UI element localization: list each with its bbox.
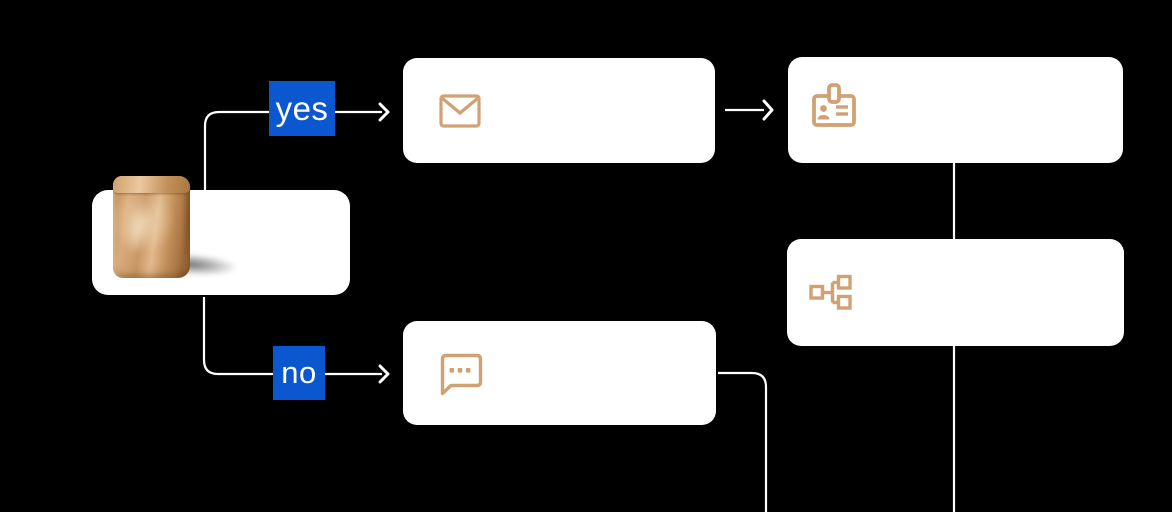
branch-label-no: no [273,346,325,400]
node-email[interactable] [403,58,715,163]
envelope-icon [439,94,481,128]
chat-bubble-icon [437,352,483,396]
branch-label-yes: yes [269,81,335,136]
connector-product-email-yes [203,110,269,192]
connector-chat-down [718,371,768,512]
arrowhead-badge [762,99,774,121]
node-chat[interactable] [403,321,716,425]
connector-product-chat-no [202,297,273,376]
node-workflow[interactable] [787,239,1124,346]
id-badge-icon [812,83,856,129]
product-bag-image [113,176,190,278]
arrowhead-email [378,102,390,122]
workflow-branch-icon [809,272,855,312]
arrowhead-chat [378,364,390,384]
node-id-badge[interactable] [788,57,1123,163]
